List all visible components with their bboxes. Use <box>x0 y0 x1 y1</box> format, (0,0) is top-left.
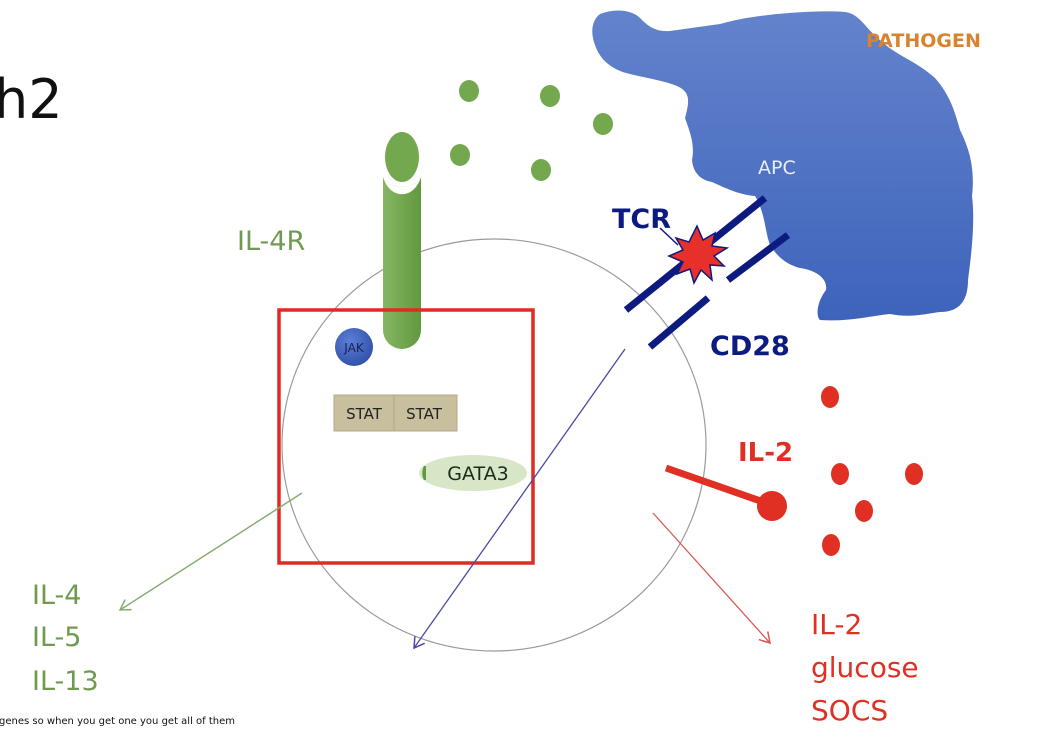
il4-dot <box>459 80 479 102</box>
tcr-pointer-line <box>659 227 679 246</box>
gata3-left-cap <box>422 466 426 480</box>
pathogen-label: PATHOGEN <box>866 30 981 52</box>
il4-dot <box>593 113 613 135</box>
stat-left-label: STAT <box>346 405 383 423</box>
signaling-highlight-box <box>277 308 535 565</box>
il2-effect-item: glucose <box>811 651 919 684</box>
il4-dot <box>540 85 560 107</box>
stat-left-box <box>333 394 395 432</box>
jak-label: JAK <box>343 341 365 355</box>
il2-dot <box>821 386 839 408</box>
il2-label: IL-2 <box>738 438 793 468</box>
il4-receptor <box>383 132 421 349</box>
stat-dimer: STAT STAT <box>333 394 458 432</box>
cd28-bar-tcell <box>647 295 711 350</box>
arrow-tcr-signal <box>413 348 626 650</box>
il4-cytokine-dots <box>450 80 613 181</box>
il4r-label: IL-4R <box>237 226 305 257</box>
th2-cytokine-list: IL-4 IL-5 IL-13 <box>32 580 99 697</box>
th2-cytokine-item: IL-5 <box>32 622 81 653</box>
slide-title: h2 <box>0 68 63 131</box>
il2-receptor-stalk <box>664 464 774 509</box>
gata3-label: GATA3 <box>447 463 508 485</box>
il4-bound-ligand <box>385 132 419 182</box>
il2-effect-item: SOCS <box>811 694 888 727</box>
arrow-to-il2-effects <box>652 512 771 645</box>
il4-dot <box>531 159 551 181</box>
stat-right-box <box>393 394 458 432</box>
il2-dot <box>831 463 849 485</box>
notes-caption: genes so when you get one you get all of… <box>0 716 235 727</box>
t-cell-membrane <box>281 238 707 652</box>
il2-dot <box>905 463 923 485</box>
apc-cell-shape <box>592 10 974 321</box>
th2-cytokine-item: IL-13 <box>32 666 99 697</box>
cd28-bar-apc <box>725 232 791 283</box>
arrow-to-th2-cytokines <box>118 492 303 611</box>
tcr-label: TCR <box>612 204 671 235</box>
il2-receptor-head <box>757 491 787 521</box>
th2-cytokine-item: IL-4 <box>32 580 81 611</box>
il2-dot <box>855 500 873 522</box>
stat-right-label: STAT <box>406 405 443 423</box>
il4-dot <box>450 144 470 166</box>
gata3-molecule <box>419 455 527 491</box>
il2-cytokine-dots <box>821 386 923 556</box>
apc-label: APC <box>758 157 796 179</box>
il2-effect-item: IL-2 <box>811 608 862 641</box>
tcr-activation-star-icon <box>667 224 730 285</box>
il2-dot <box>822 534 840 556</box>
il4-receptor-notch <box>383 177 421 195</box>
il4-receptor-stalk <box>383 177 421 349</box>
il2-effect-list: IL-2 glucose SOCS <box>811 608 919 727</box>
jak-molecule <box>335 328 373 366</box>
cd28-label: CD28 <box>710 331 790 362</box>
